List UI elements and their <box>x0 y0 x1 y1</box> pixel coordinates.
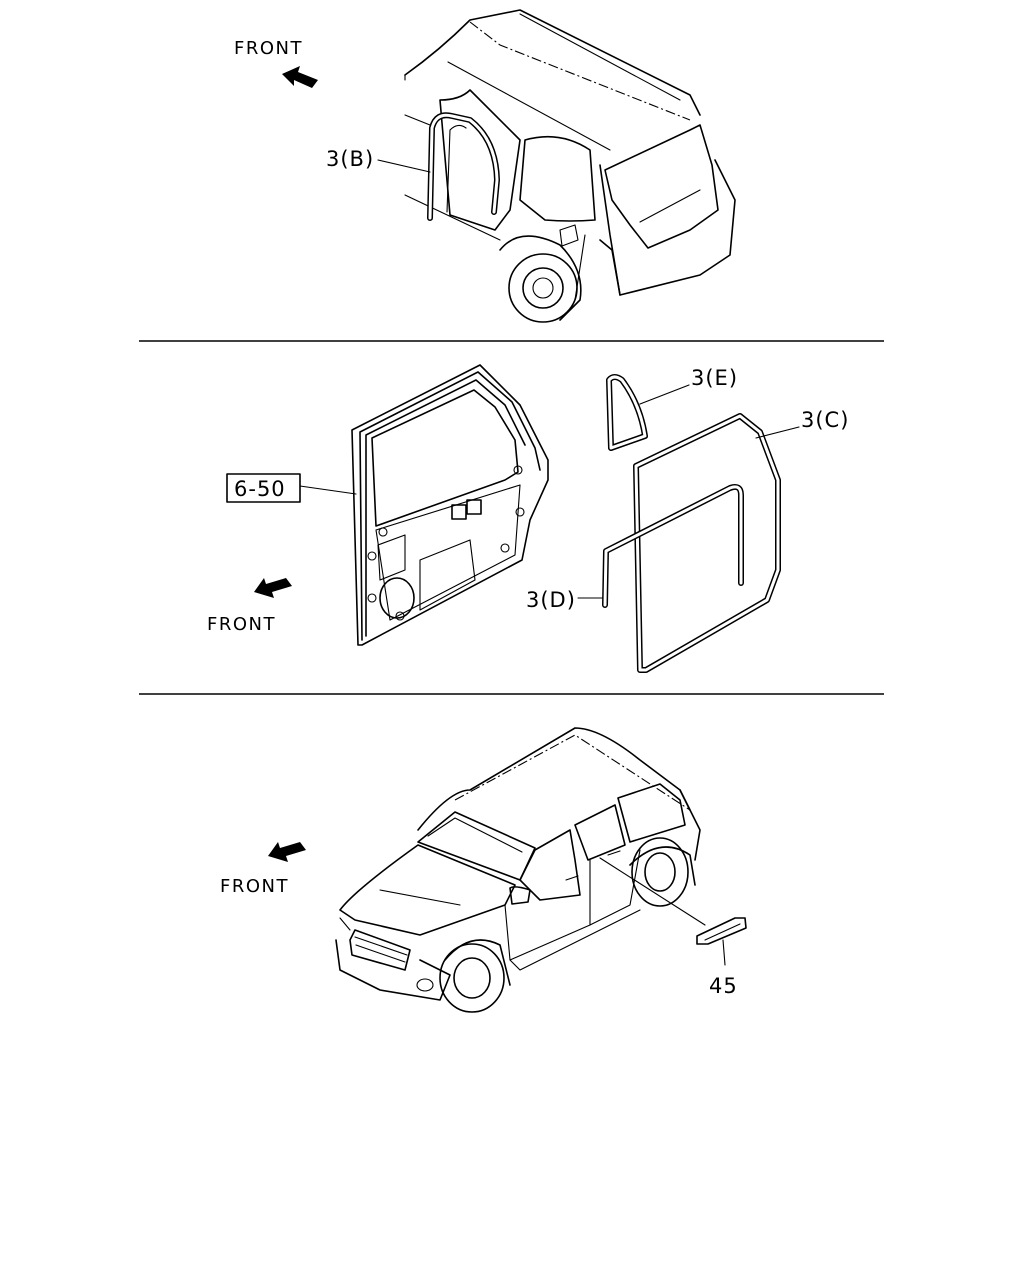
weatherstrip-b <box>427 112 500 221</box>
leader-45 <box>722 939 726 966</box>
leader-3c <box>755 426 800 439</box>
callout-3e: 3(E) <box>691 366 738 390</box>
callout-3d: 3(D) <box>526 588 576 612</box>
rear-vehicle-outline <box>404 9 736 323</box>
panel-bottom-vehicle: FRONT <box>220 727 747 1013</box>
part-45-moulding <box>696 917 747 945</box>
leader-6-50 <box>299 485 357 495</box>
callout-45: 45 <box>709 974 738 998</box>
reference-box-6-50 <box>226 473 301 503</box>
weatherstrip-d <box>602 483 744 608</box>
leader-3e <box>639 384 690 405</box>
panel-middle-door: 6-50 FRONT 3(E) 3(C) 3(D) <box>207 364 849 673</box>
leader-45-pointer <box>599 857 706 926</box>
front-vehicle-outline <box>335 727 701 1013</box>
front-label-middle: FRONT <box>207 614 276 635</box>
front-label-bottom: FRONT <box>220 876 289 897</box>
leader-3b <box>377 159 431 173</box>
front-arrow-icon-top <box>282 66 318 88</box>
front-label-top: FRONT <box>234 38 303 59</box>
front-arrow-icon-bottom <box>268 842 306 862</box>
panel-top-rear-vehicle: FRONT <box>234 9 736 323</box>
front-arrow-icon-middle <box>254 578 292 598</box>
rear-door <box>351 364 549 646</box>
callout-3c: 3(C) <box>801 408 849 432</box>
callout-3b: 3(B) <box>326 147 374 171</box>
callout-6-50: 6-50 <box>234 477 286 501</box>
